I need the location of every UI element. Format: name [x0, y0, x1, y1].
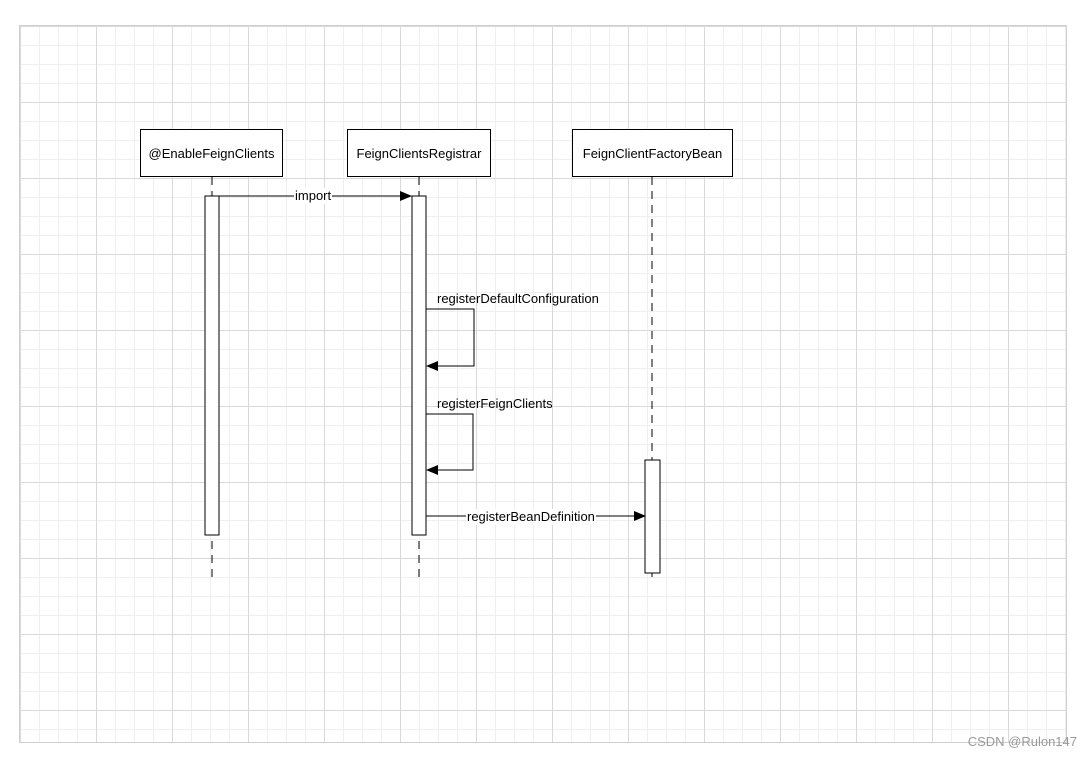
participant-label: FeignClientFactoryBean [582, 145, 723, 161]
message-register-bean-definition-label: registerBeanDefinition [466, 509, 596, 525]
participant-label: FeignClientsRegistrar [356, 145, 482, 161]
message-import-label: import [294, 188, 333, 204]
participant-feign-clients-registrar: FeignClientsRegistrar [347, 129, 491, 177]
activation-enable-feign-clients [204, 195, 220, 536]
message-register-default-configuration-label: registerDefaultConfiguration [437, 291, 599, 306]
participant-enable-feign-clients: @EnableFeignClients [140, 129, 283, 177]
participant-feign-client-factory-bean: FeignClientFactoryBean [572, 129, 733, 177]
message-register-feign-clients-label: registerFeignClients [437, 396, 553, 411]
participant-label: @EnableFeignClients [148, 145, 275, 161]
watermark-text: CSDN @Rulon147 [967, 734, 1077, 749]
activation-feign-clients-registrar [411, 195, 427, 536]
message-register-default-configuration-arrow [426, 308, 475, 371]
activation-feign-client-factory-bean [644, 459, 661, 574]
message-register-feign-clients-arrow [426, 413, 474, 475]
